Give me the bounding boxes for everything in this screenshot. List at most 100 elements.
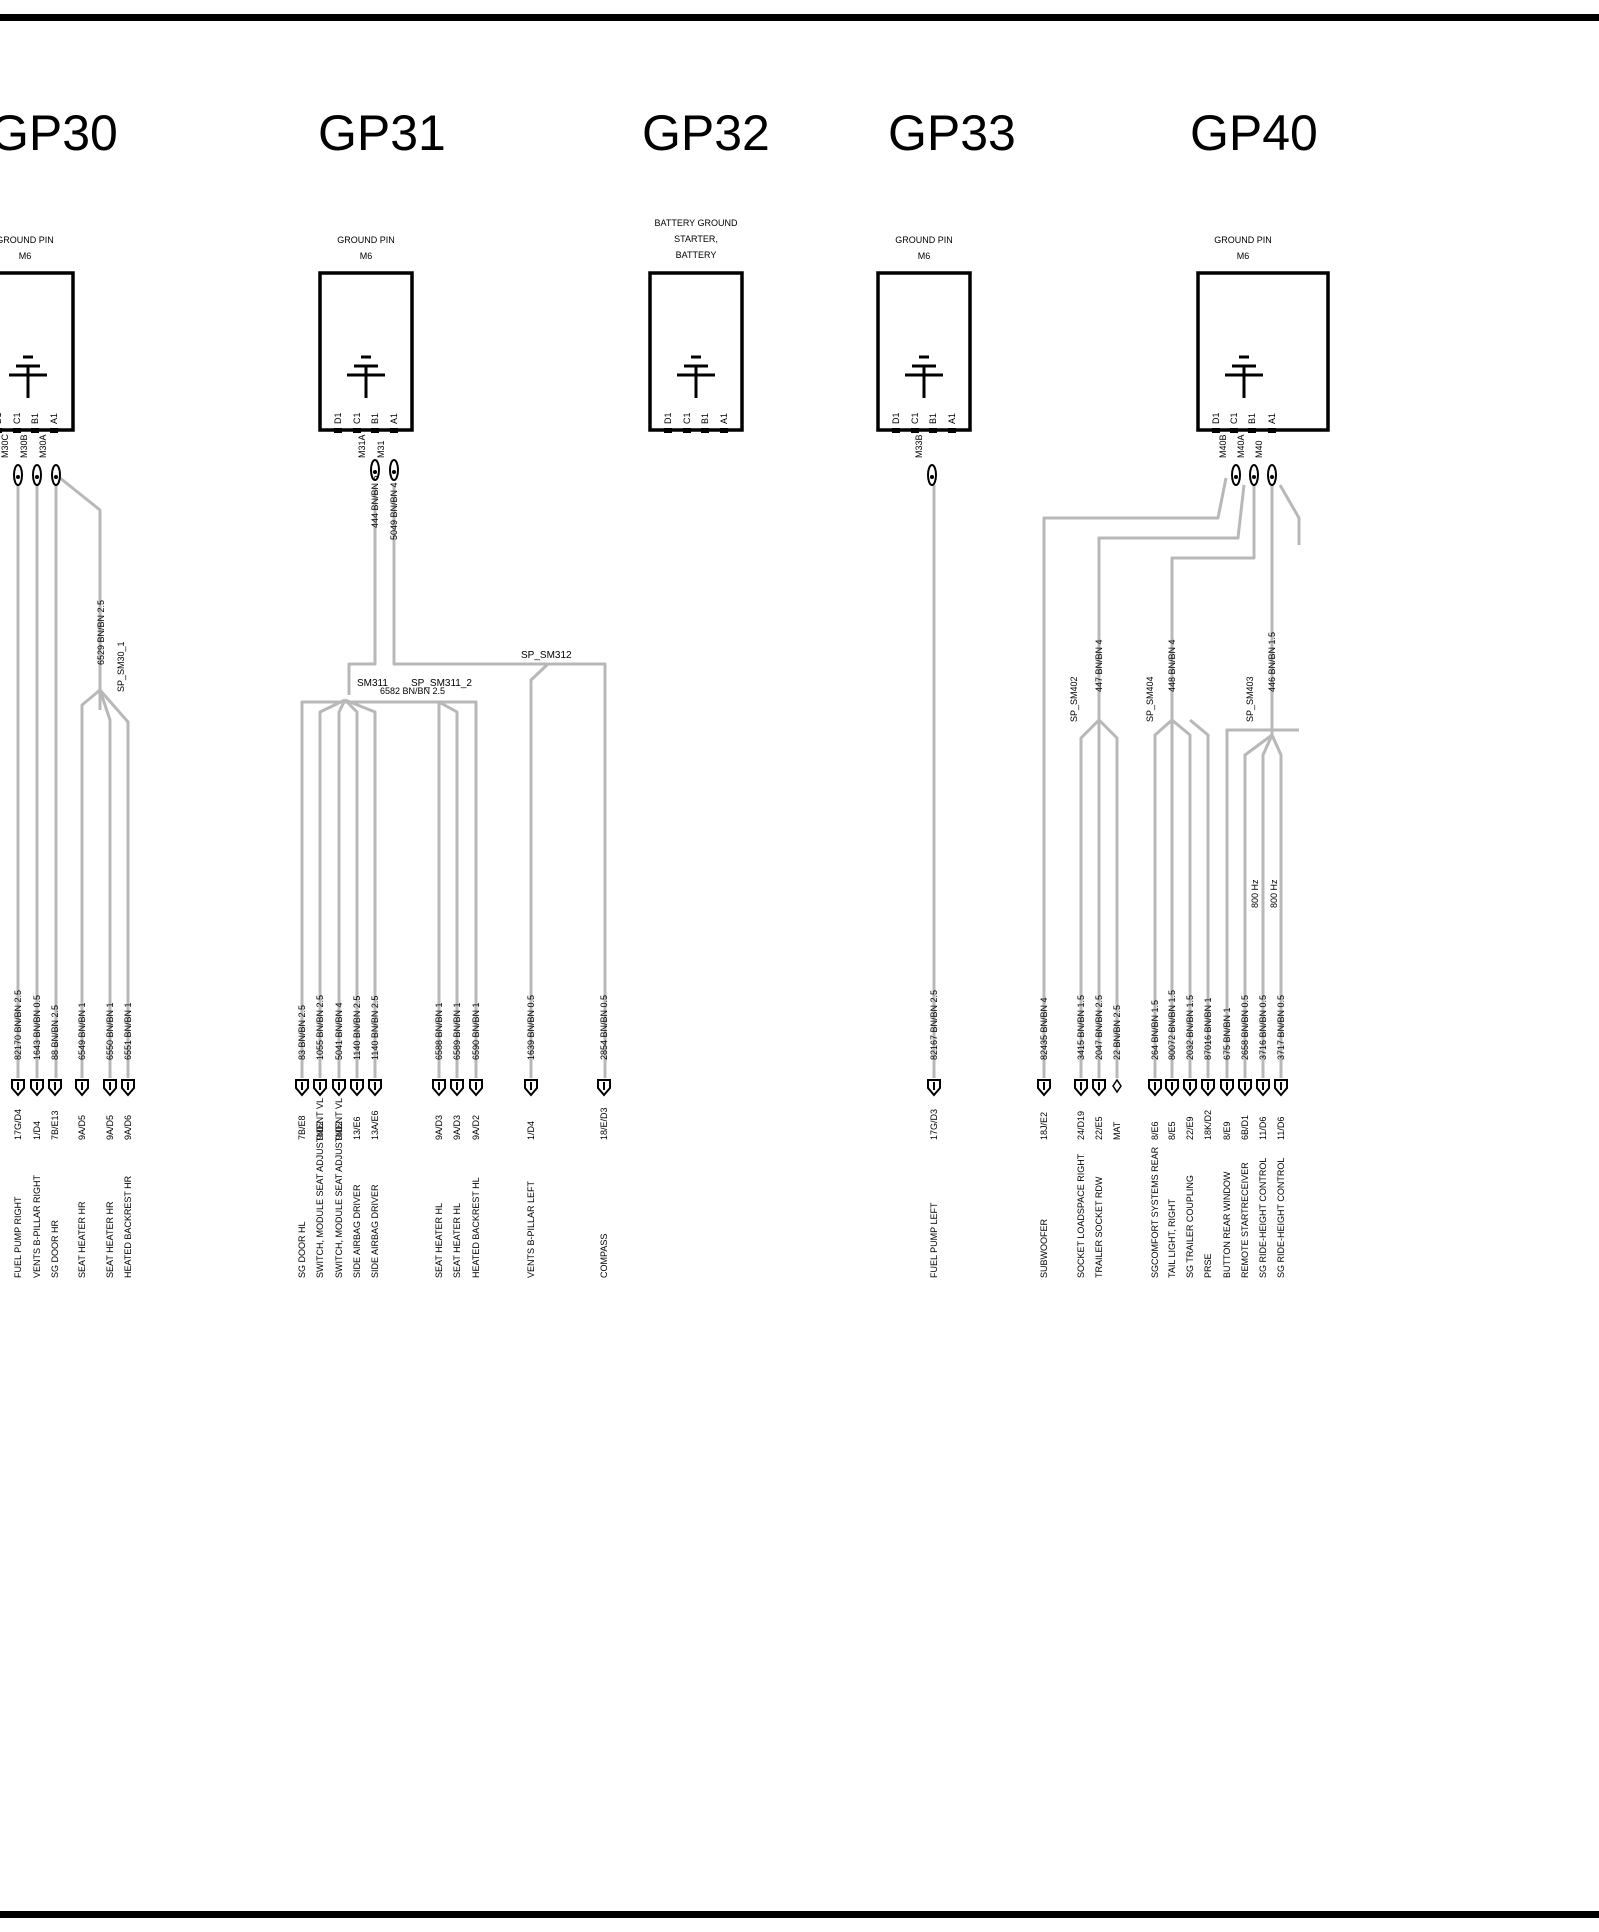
terminal-pin — [597, 1079, 611, 1097]
terminal-destination: SEAT HEATER HL — [452, 1203, 462, 1278]
eyelet — [389, 459, 399, 481]
gp40-pin-label: C1 — [1229, 412, 1239, 424]
pin-terminal — [683, 428, 691, 433]
terminal-pin — [313, 1079, 327, 1097]
gp32-desc: BATTERY GROUND — [654, 218, 738, 228]
eyelet-hole — [373, 470, 377, 474]
terminal-ref: 11/D6 — [1258, 1117, 1268, 1140]
gp30-pin-label: C1 — [12, 412, 22, 424]
terminal-wire-label: 2854 BN/BN 0.5 — [599, 995, 609, 1060]
terminal-wire-label: 6589 BN/BN 1 — [452, 1002, 462, 1060]
splice-wire-label: 6529 BN/BN 2.5 — [96, 600, 106, 665]
splice-label: SP_SM311_2 — [411, 678, 472, 689]
terminal-ref: 6B/D1 — [1240, 1115, 1250, 1140]
pin-terminal — [334, 428, 342, 433]
wire — [1097, 718, 1119, 1078]
wire — [1225, 728, 1299, 1078]
terminal-wire-label: 80072 BN/BN 1.5 — [1167, 990, 1177, 1060]
terminal-wire-label: 6588 BN/BN 1 — [434, 1002, 444, 1060]
terminal-pin — [927, 1079, 941, 1097]
terminal-ref: 9A/D3 — [452, 1115, 462, 1140]
gp40-title: GP40 — [1190, 105, 1318, 161]
wire — [1243, 733, 1273, 1078]
pin-terminal — [1212, 428, 1220, 433]
gp31-box — [318, 271, 414, 432]
wire — [1261, 734, 1274, 1078]
terminal-wire-label: 82435 BN/BN 4 — [1039, 997, 1049, 1060]
terminal-ref: 24/D19 — [1076, 1111, 1086, 1140]
gp30-eyelet-label: M30C — [0, 433, 10, 458]
terminal-wire-label: 1643 BN/BN 0.5 — [32, 995, 42, 1060]
terminal-ref: 22/E5 — [1094, 1116, 1104, 1140]
wire — [1270, 734, 1283, 1078]
wire — [392, 485, 607, 1078]
splice-wire-label: 447 BN/BN 4 — [1094, 639, 1104, 692]
terminal-destination: SIDE AIRBAG DRIVER — [352, 1184, 362, 1278]
terminal-wire-label: 3415 BN/BN 1.5 — [1076, 995, 1086, 1060]
terminal-ref: 8/E6 — [1150, 1121, 1160, 1140]
terminal-destination: HEATED BACKREST HL — [471, 1177, 481, 1278]
terminal-wire-label: 3717 BN/BN 0.5 — [1276, 995, 1286, 1060]
terminal-wire-label: 1140 BN/BN 2.5 — [352, 996, 362, 1060]
wire — [343, 698, 359, 1078]
terminal-ref: 13/E6 — [352, 1116, 362, 1140]
gp30-pin-label: B1 — [30, 413, 40, 424]
gp31-desc: GROUND PIN — [337, 235, 395, 245]
eyelet-hole — [1234, 475, 1238, 479]
gp33-eyelet-label: M33B — [914, 434, 924, 458]
trunk-wire-label: 5049 BN/BN 4 — [389, 482, 399, 540]
terminal-wire-label: 6550 BN/BN 1 — [105, 1002, 115, 1060]
terminal-destination: SG RIDE-HEIGHT CONTROL — [1258, 1158, 1268, 1278]
pin-terminal — [892, 428, 900, 433]
terminal-ref: 7B/E8 — [297, 1115, 307, 1140]
eyelet — [1231, 464, 1241, 486]
eyelet — [51, 464, 61, 486]
eyelet — [1267, 464, 1277, 486]
wire — [347, 485, 377, 695]
terminal-destination: SUBWOOFER — [1039, 1218, 1049, 1278]
terminal-ref: 17G/D3 — [929, 1109, 939, 1140]
terminal-destination: SEAT HEATER HR — [77, 1201, 87, 1278]
terminal-wire-label: 82167 BN/BN 2.5 — [929, 990, 939, 1060]
terminal-ref: 11/D6 — [1276, 1117, 1286, 1140]
terminal-wire-label: 6551 BN/BN 1 — [123, 1002, 133, 1060]
eyelet — [13, 464, 23, 486]
splice-label: SP_SM404 — [1145, 676, 1155, 722]
terminal-wire-label: 3716 BN/BN 0.5 — [1258, 995, 1268, 1060]
wire — [1097, 484, 1246, 720]
gp40-desc: M6 — [1237, 251, 1250, 261]
terminal-ref: 1/D4 — [32, 1121, 42, 1140]
gp33-pin-label: B1 — [928, 413, 938, 424]
terminal-destination: SG TRAILER COUPLING — [1185, 1175, 1195, 1278]
terminal-wire-label: 1055 BN/BN 2.5 — [315, 995, 325, 1060]
terminal-destination: SG DOOR HL — [297, 1221, 307, 1278]
terminal-destination: REMOTE STARTRECEIVER — [1240, 1162, 1250, 1278]
terminal-ref: 9A/D2 — [471, 1115, 481, 1140]
pin-terminal — [948, 428, 956, 433]
terminal-ref: 8/E5 — [1167, 1121, 1177, 1140]
terminal-ref: 13A/E6 — [370, 1110, 380, 1140]
gp32-title: GP32 — [642, 105, 770, 161]
wire — [529, 662, 550, 1078]
terminal-pin — [1165, 1079, 1179, 1097]
terminal-wire-label: 675 BN/BN 1 — [1222, 1007, 1232, 1060]
gp40-eyelet-label: M40B — [1218, 434, 1228, 458]
terminal-destination: FUEL PUMP LEFT — [929, 1202, 939, 1278]
terminal-ref: 9A/D5 — [105, 1115, 115, 1140]
terminal-wire-label: 2658 BN/BN 0.5 — [1240, 995, 1250, 1060]
terminal-wire-label: 5041 BN/BN 4 — [334, 1002, 344, 1060]
terminal-destination: SEAT HEATER HL — [434, 1203, 444, 1278]
terminal-ref: 7B/E13 — [50, 1110, 60, 1140]
terminal-pin — [1183, 1079, 1197, 1097]
gp30-eyelet-label: M30B — [19, 434, 29, 458]
terminal-ref: 18J/E2 — [1039, 1112, 1049, 1140]
eyelet — [370, 459, 380, 481]
gp32-desc: STARTER, — [674, 234, 718, 244]
terminal-pin — [121, 1079, 135, 1097]
gp40-pin-label: A1 — [1267, 413, 1277, 424]
terminal-destination: TRAILER SOCKET RDW — [1094, 1176, 1104, 1278]
terminal-ref: 9A/D5 — [77, 1115, 87, 1140]
terminal-destination: SIDE AIRBAG DRIVER — [370, 1184, 380, 1278]
wire — [438, 700, 459, 1078]
wires-layer — [16, 476, 1301, 1078]
